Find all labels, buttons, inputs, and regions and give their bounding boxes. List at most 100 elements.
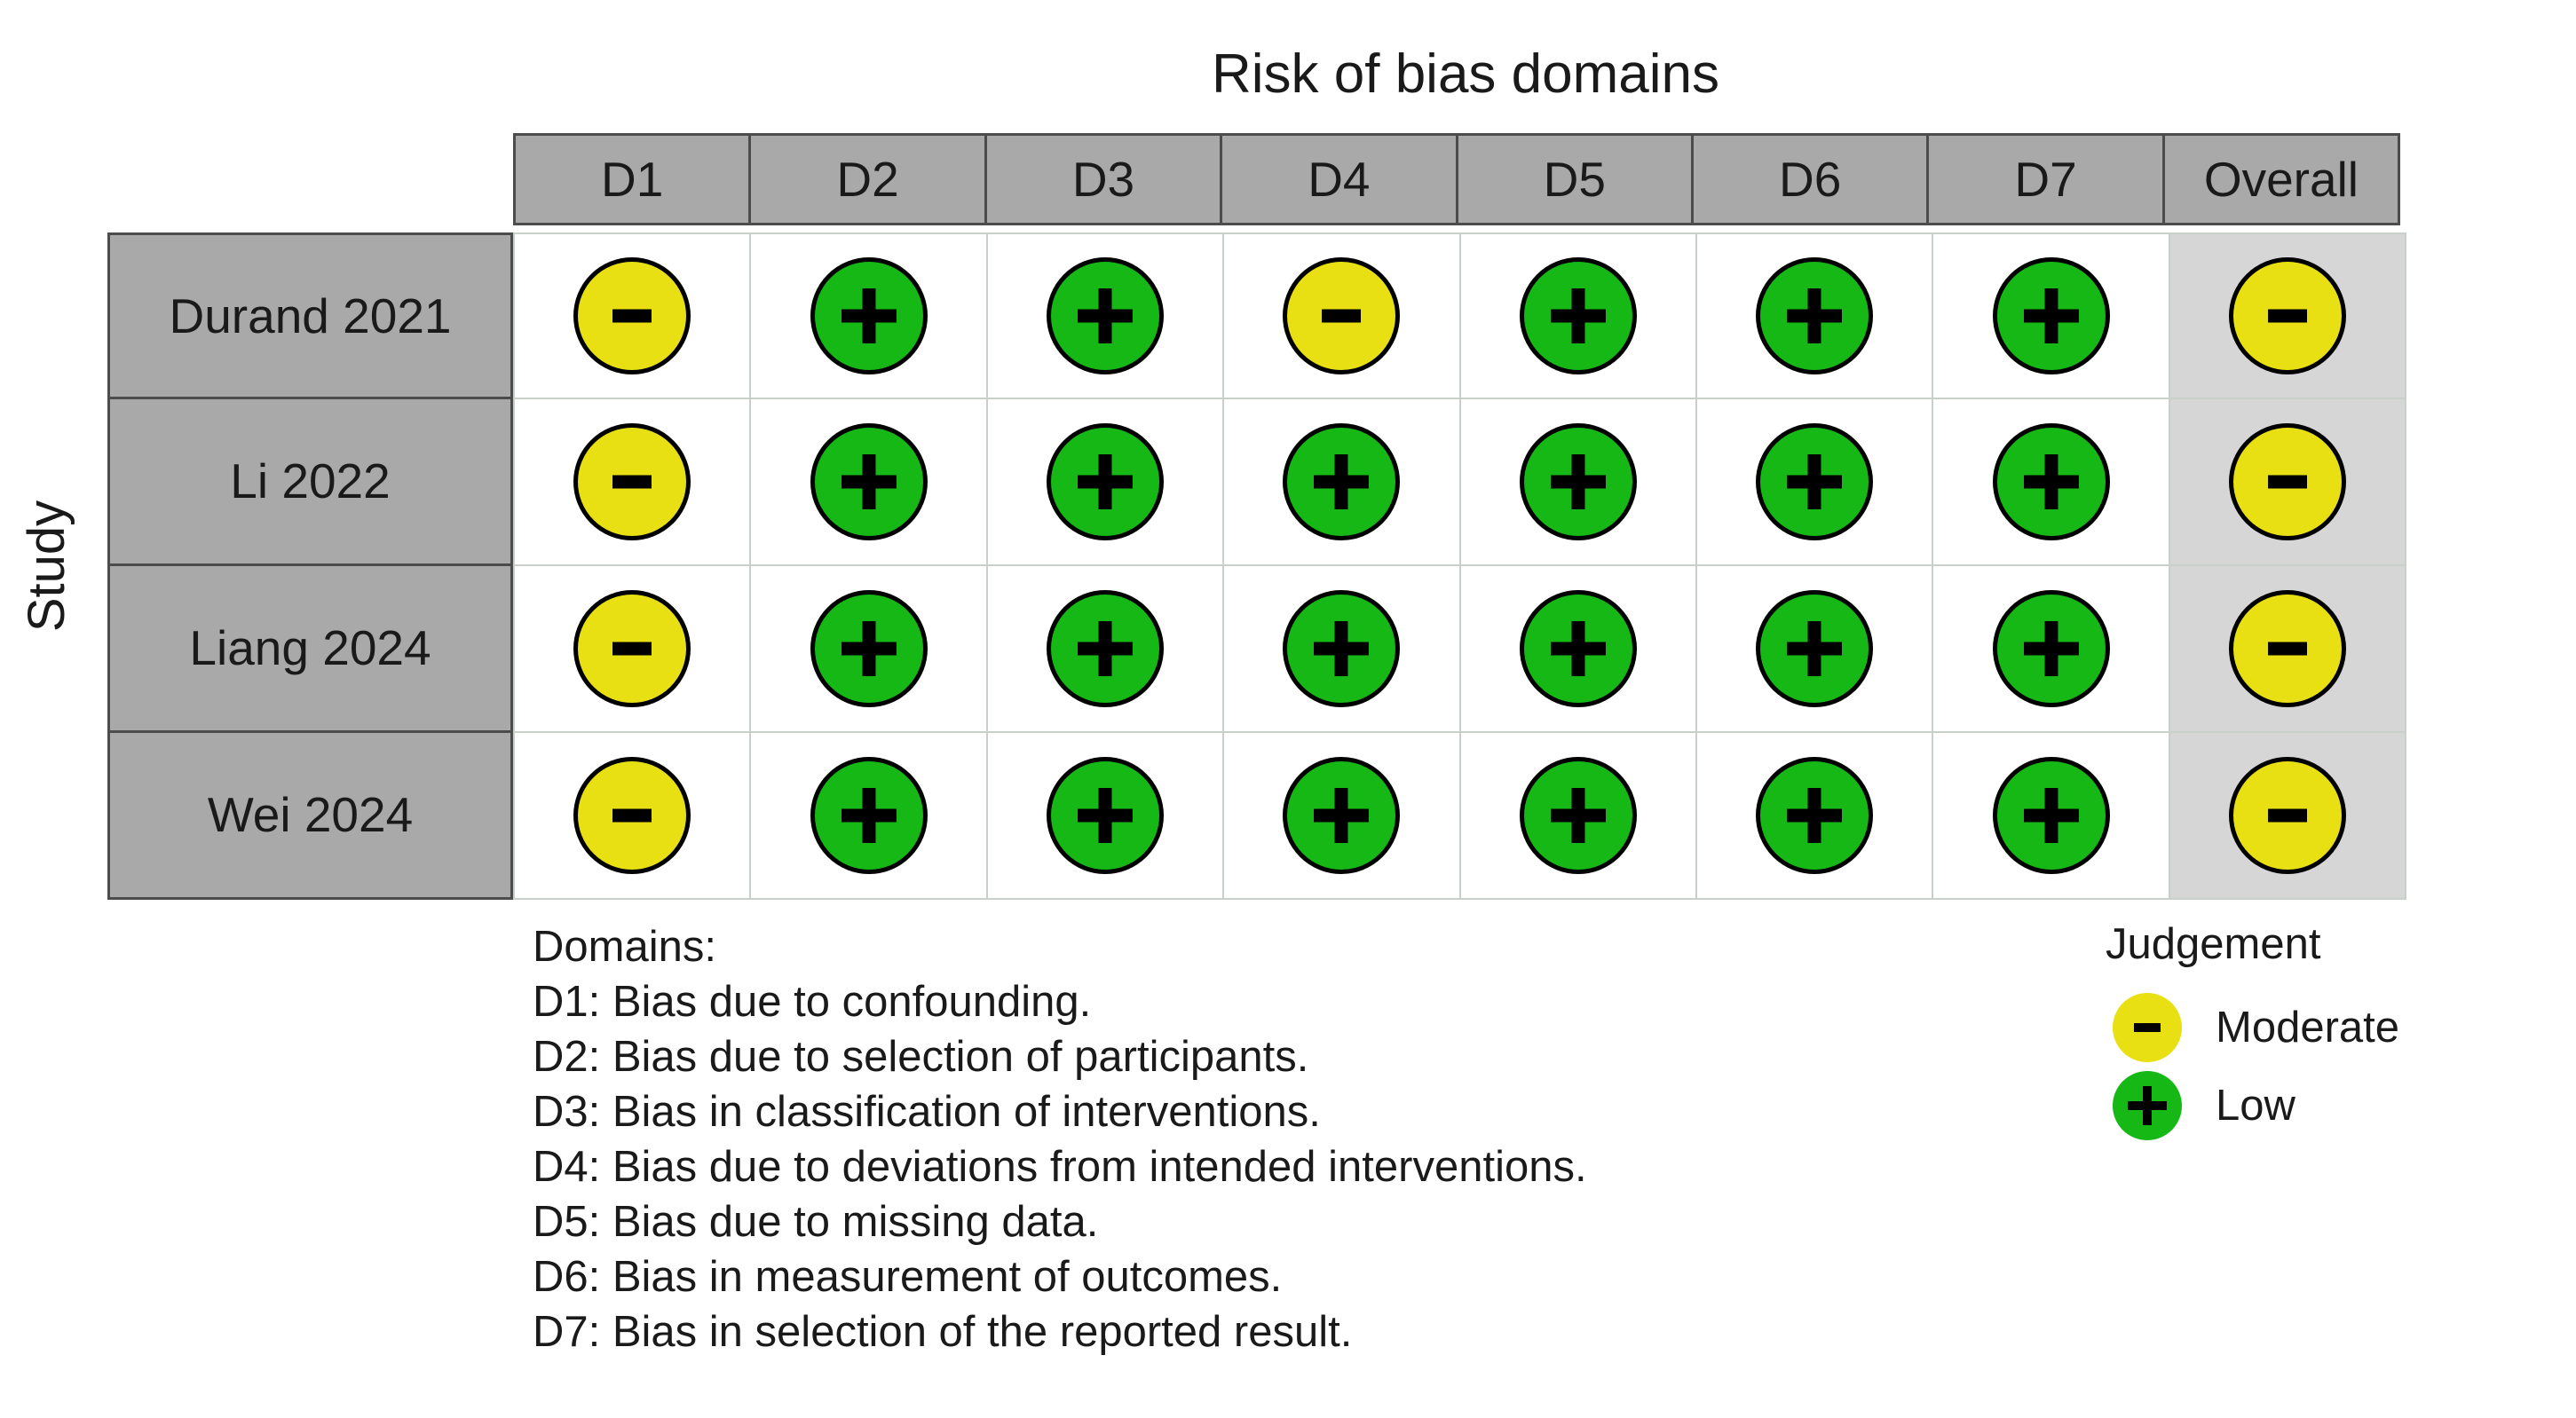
table-row: Li 2022 [107,397,2419,566]
judgement-cells [513,232,2419,399]
judgement-dot [573,757,691,874]
judgement-dot [1519,423,1637,540]
cell-d4 [1222,731,1461,900]
judgement-dot [2228,423,2346,540]
judgement-dot [573,423,691,540]
judgement-dot [1519,257,1637,374]
judgement-dot [1283,590,1401,707]
study-label: Li 2022 [107,397,513,566]
judgement-dot [1519,757,1637,874]
cell-d2 [749,398,988,566]
column-header-overall: Overall [2161,133,2401,225]
judgement-cells [513,564,2419,733]
page-title: Risk of bias domains [1211,43,1720,105]
cell-overall [2168,731,2407,900]
cell-d1 [513,564,752,733]
legend-label-low: Low [2216,1082,2295,1130]
judgement-dot [1992,757,2110,874]
cell-d6 [1695,398,1934,566]
domains-key-line-d5: D5: Bias due to missing data. [533,1198,1099,1246]
cell-d5 [1458,564,1697,733]
cell-overall [2168,398,2407,566]
cell-d7 [1932,564,2170,733]
cell-d7 [1932,398,2170,566]
cell-d3 [985,398,1225,566]
judgement-dot [1046,257,1164,374]
cell-d6 [1695,731,1934,900]
judgement-dot [2228,257,2346,374]
judgement-dot [1046,423,1164,540]
cell-overall [2168,564,2407,733]
cell-d5 [1458,731,1697,900]
judgement-dot [2228,590,2346,707]
judgement-dot [1992,590,2110,707]
column-header-d2: D2 [748,133,987,225]
cell-d5 [1458,398,1697,566]
column-header-d3: D3 [984,133,1223,225]
cell-d7 [1932,731,2170,900]
judgement-dot [810,423,928,540]
judgement-dot [1283,257,1401,374]
judgement-dot [1519,590,1637,707]
study-label: Wei 2024 [107,730,513,900]
table-row: Liang 2024 [107,563,2419,733]
column-header-d6: D6 [1690,133,1930,225]
judgement-dot [810,757,928,874]
column-header-d1: D1 [513,133,752,225]
judgement-dot [2228,757,2346,874]
domains-key-line-d1: D1: Bias due to confounding. [533,978,1092,1026]
judgement-cells [513,398,2419,566]
cell-d1 [513,398,752,566]
cell-d4 [1222,564,1461,733]
cell-d6 [1695,564,1934,733]
cell-d6 [1695,232,1934,399]
domains-key-heading: Domains: [533,923,716,971]
domains-key-line-d4: D4: Bias due to deviations from intended… [533,1143,1587,1191]
judgement-dot [1046,590,1164,707]
cell-d7 [1932,232,2170,399]
table-header-row: D1 D2 D3 D4 D5 D6 D7 Overall [513,133,2419,225]
cell-d1 [513,232,752,399]
study-label: Durand 2021 [107,232,513,399]
cell-d3 [985,731,1225,900]
cell-d2 [749,564,988,733]
judgement-dot [573,590,691,707]
legend: Judgement Moderate Low [2106,919,2523,1145]
y-axis-label: Study [18,500,75,633]
column-header-d4: D4 [1220,133,1458,225]
judgement-dot [1046,757,1164,874]
judgement-dot [1992,423,2110,540]
judgement-dot [1756,590,1874,707]
judgement-dot [1283,757,1401,874]
judgement-dot [1756,423,1874,540]
judgement-dot [1756,757,1874,874]
column-header-d5: D5 [1455,133,1694,225]
domains-key: Domains: D1: Bias due to confounding. D2… [533,919,1587,1359]
study-label: Liang 2024 [107,563,513,733]
cell-d5 [1458,232,1697,399]
table-row: Wei 2024 [107,730,2419,900]
cell-d3 [985,564,1225,733]
domains-key-line-d3: D3: Bias in classification of interventi… [533,1088,1321,1136]
legend-item-moderate: Moderate [2106,989,2523,1067]
moderate-judgement-icon [2113,993,2182,1062]
table-body: Durand 2021 Li 2022 [107,232,2419,900]
legend-item-low: Low [2106,1067,2523,1145]
judgement-dot [573,257,691,374]
domains-key-line-d6: D6: Bias in measurement of outcomes. [533,1253,1283,1301]
risk-of-bias-table: D1 D2 D3 D4 D5 D6 D7 Overall Durand 2021 [107,133,2419,900]
table-row: Durand 2021 [107,232,2419,399]
domains-key-line-d7: D7: Bias in selection of the reported re… [533,1308,1353,1356]
cell-d1 [513,731,752,900]
judgement-dot [1992,257,2110,374]
judgement-dot [810,590,928,707]
domains-key-line-d2: D2: Bias due to selection of participant… [533,1033,1309,1081]
cell-d2 [749,232,988,399]
cell-d2 [749,731,988,900]
cell-d4 [1222,232,1461,399]
column-header-d7: D7 [1926,133,2165,225]
cell-d4 [1222,398,1461,566]
legend-title: Judgement [2106,920,2321,968]
cell-d3 [985,232,1225,399]
judgement-dot [810,257,928,374]
